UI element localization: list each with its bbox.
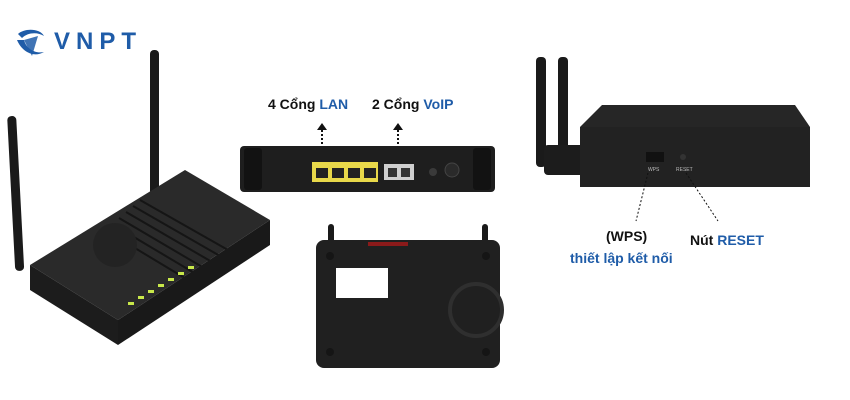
router-bottom-view bbox=[316, 224, 504, 368]
router-main-view bbox=[7, 50, 270, 345]
label-window bbox=[336, 268, 388, 298]
voip-ports bbox=[384, 164, 414, 180]
reset-callout-line bbox=[685, 172, 719, 222]
side-callout-lines bbox=[635, 172, 719, 222]
lan-ports-label: 4 Cổng LAN bbox=[268, 96, 348, 112]
reset-prefix: Nút bbox=[690, 232, 718, 248]
wps-marking: WPS bbox=[648, 167, 660, 173]
router-front-left bbox=[30, 265, 118, 345]
lan-prefix: 4 Cổng bbox=[268, 96, 320, 112]
side-front-face bbox=[580, 127, 810, 187]
vnpt-swirl-icon bbox=[17, 29, 44, 56]
top-emblem bbox=[93, 223, 137, 267]
router-side-view: WPS RESET bbox=[536, 57, 810, 187]
reset-accent: RESET bbox=[717, 232, 764, 248]
wps-label: (WPS) bbox=[606, 228, 648, 244]
reset-marking: RESET bbox=[676, 167, 693, 173]
power-jack bbox=[429, 168, 437, 176]
voip-ports-label: 2 Cổng VoIP bbox=[372, 96, 453, 112]
voip-arrow-icon bbox=[393, 123, 403, 148]
router-top-surface bbox=[30, 170, 270, 320]
side-top-surface bbox=[580, 105, 810, 127]
antenna-left bbox=[7, 116, 25, 271]
wps-callout-line bbox=[635, 172, 649, 222]
lan-ports bbox=[312, 162, 378, 182]
antenna-right bbox=[150, 50, 159, 195]
wps-button bbox=[646, 152, 664, 162]
logo-text: VNPT bbox=[54, 28, 143, 55]
router-rear-view bbox=[240, 146, 495, 192]
port-arrows bbox=[317, 123, 403, 148]
lan-arrow-icon bbox=[317, 123, 327, 148]
reset-hole bbox=[680, 154, 686, 160]
reset-label: Nút RESET bbox=[690, 232, 764, 248]
vnpt-logo: VNPT bbox=[14, 26, 164, 60]
lan-accent: LAN bbox=[319, 96, 349, 112]
voip-prefix: 2 Cổng bbox=[372, 96, 424, 112]
wps-description: thiết lập kết nối bbox=[570, 250, 673, 266]
status-leds bbox=[128, 266, 194, 305]
voip-accent: VoIP bbox=[423, 96, 454, 112]
power-button bbox=[444, 162, 460, 178]
router-front-right bbox=[118, 220, 270, 345]
